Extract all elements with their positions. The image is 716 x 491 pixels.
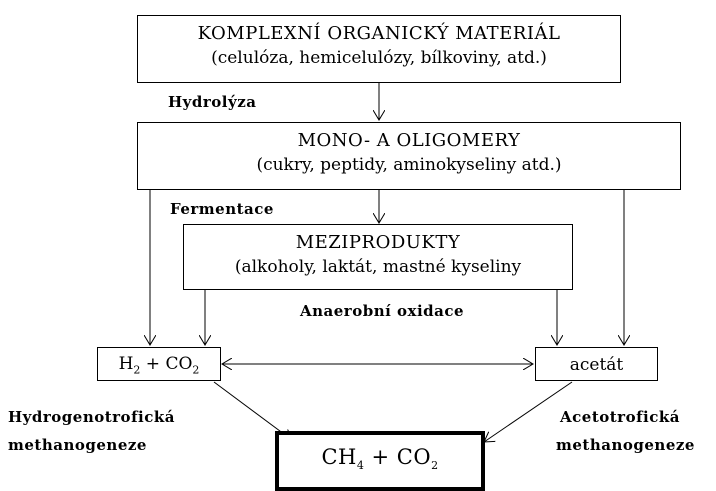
complex-material-title: KOMPLEXNÍ ORGANICKÝ MATERIÁL (197, 23, 561, 44)
intermediates-examples: (alkoholy, laktát, mastné kyseliny (234, 257, 522, 277)
acetate-label: acetát (569, 355, 624, 375)
acetate-box: acetát (535, 347, 658, 381)
complex-material-examples: (celulóza, hemicelulózy, bílkoviny, atd.… (211, 48, 547, 68)
label-hydrogenotrophic-1: Hydrogenotrofická (8, 408, 175, 426)
products-box: CH4 + CO2 (275, 431, 485, 491)
label-fermentation: Fermentace (170, 200, 274, 218)
complex-material-box: KOMPLEXNÍ ORGANICKÝ MATERIÁL (celulóza, … (137, 15, 621, 83)
label-hydrogenotrophic-2: methanogeneze (8, 436, 147, 454)
products-label: CH4 + CO2 (321, 445, 439, 473)
arrow-h2co2-to-products (213, 381, 292, 440)
arrow-acetate-to-products (484, 381, 573, 442)
label-acetotrophic-1: Acetotrofická (560, 408, 680, 426)
intermediates-box: MEZIPRODUKTY (alkoholy, laktát, mastné k… (183, 224, 573, 290)
h2-co2-box: H2 + CO2 (97, 347, 221, 381)
mono-oligomers-title: MONO- A OLIGOMERY (297, 130, 521, 151)
label-anaerobic-oxidation: Anaerobní oxidace (300, 302, 465, 320)
label-hydrolysis: Hydrolýza (168, 93, 257, 111)
intermediates-title: MEZIPRODUKTY (295, 232, 461, 253)
label-acetotrophic-2: methanogeneze (556, 436, 695, 454)
mono-oligomers-box: MONO- A OLIGOMERY (cukry, peptidy, amino… (137, 122, 681, 190)
h2-co2-label: H2 + CO2 (118, 354, 200, 377)
mono-oligomers-examples: (cukry, peptidy, aminokyseliny atd.) (256, 155, 562, 175)
